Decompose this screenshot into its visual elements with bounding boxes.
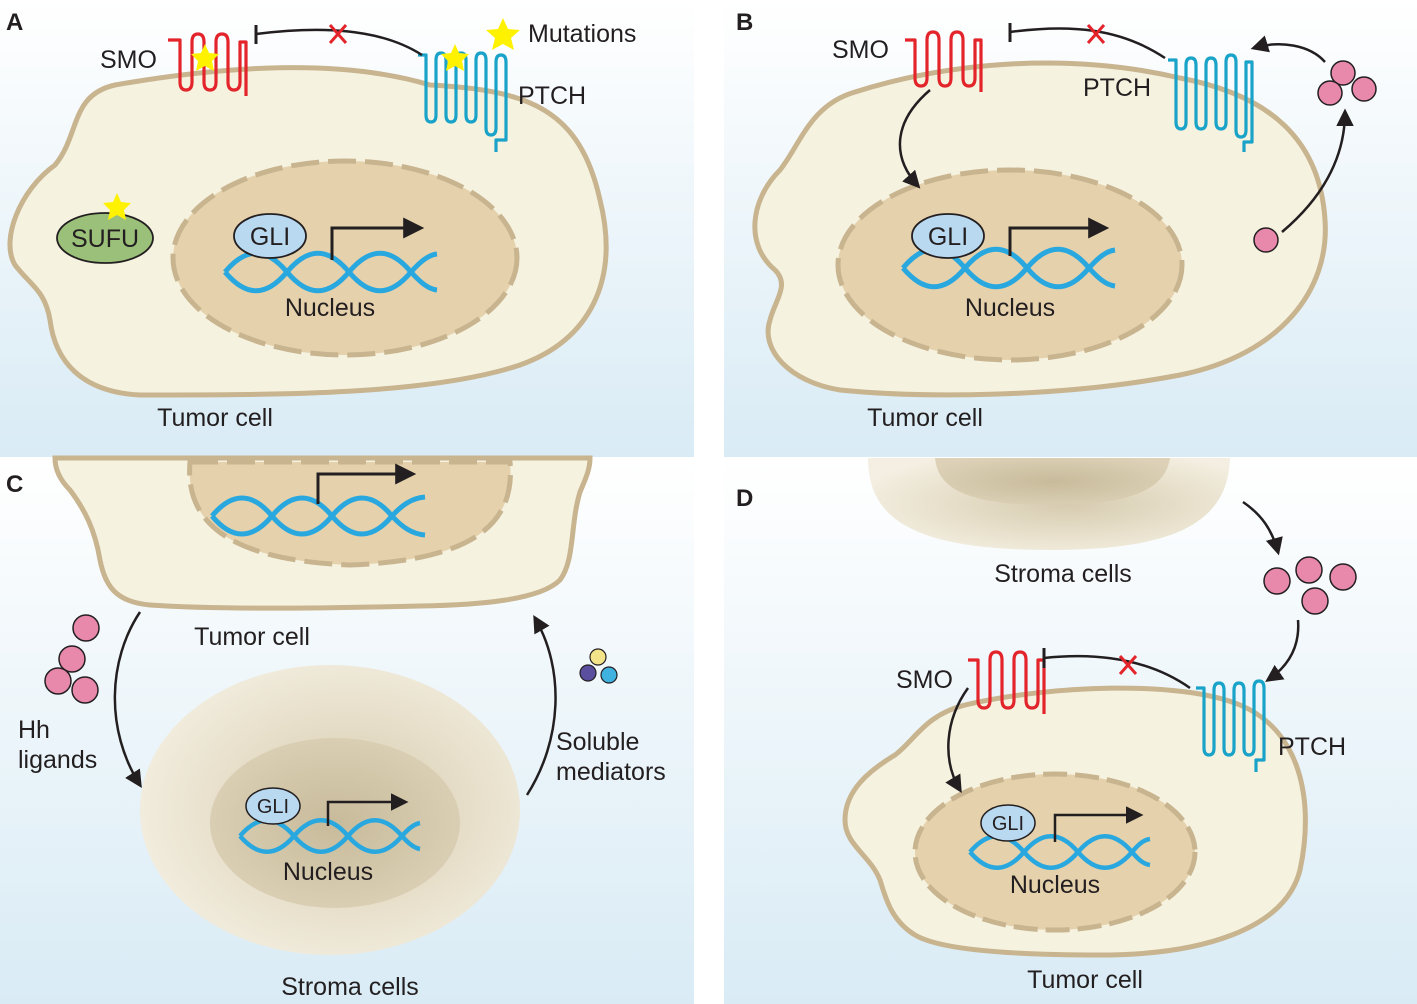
- gli-protein: [245, 787, 301, 825]
- hh-ligand: [44, 667, 72, 695]
- gli-protein: [980, 804, 1036, 842]
- block-x-icon: [1086, 24, 1106, 44]
- panel-d: D Stroma cells GLI Nucleus SMO PTCH Tum: [736, 458, 1357, 994]
- stroma-label: Stroma cells: [281, 973, 419, 1001]
- stroma-nucleus: [935, 458, 1170, 505]
- soluble-mediators-line1: Soluble: [556, 728, 639, 756]
- block-x-icon: [328, 24, 348, 44]
- secretion-arrow: [1242, 500, 1283, 556]
- hh-ligand-cluster: [1263, 556, 1357, 615]
- nucleus-envelope: [170, 158, 520, 358]
- ligand-binding-arrow: [1250, 35, 1326, 63]
- smo-receptor: [905, 30, 983, 92]
- nucleus-label: Nucleus: [1010, 871, 1100, 899]
- soluble-mediators-line2: mediators: [556, 758, 666, 786]
- mediator-molecule: [579, 664, 597, 682]
- hh-ligand: [1301, 587, 1329, 615]
- panel-c: C Tumor cell GLI Nucleus Stroma cells Hh…: [6, 455, 666, 1001]
- panel-b-letter: B: [736, 9, 753, 36]
- mediator-molecule: [600, 666, 618, 684]
- block-x-icon: [1118, 655, 1138, 675]
- gli-protein: [233, 213, 307, 259]
- ptch-label: PTCH: [1083, 74, 1151, 102]
- hh-ligand: [1317, 80, 1343, 106]
- panel-c-letter: C: [6, 471, 23, 498]
- hh-ligand: [1329, 563, 1357, 591]
- smo-receptor: [968, 650, 1046, 714]
- panel-a: A GLI Nucleus SUFU SMO PTCH Mutations Tu…: [6, 9, 636, 432]
- panel-d-letter: D: [736, 485, 753, 512]
- nucleus-label: Nucleus: [965, 294, 1055, 322]
- nucleus-envelope: [912, 771, 1198, 933]
- smo-label: SMO: [832, 36, 889, 64]
- mutation-star-icon: [191, 44, 219, 71]
- mutation-star-icon: [441, 44, 469, 71]
- sufu-label: SUFU: [71, 225, 139, 253]
- hh-ligand-cluster: [44, 614, 100, 704]
- hh-ligand: [58, 645, 86, 673]
- ligand-binding-arrow: [1265, 619, 1300, 682]
- ptch-receptor: [418, 51, 508, 152]
- gli-protein: [911, 213, 985, 259]
- gli-label: GLI: [928, 223, 968, 251]
- signal-arrow: [945, 687, 970, 794]
- hh-ligand: [1351, 76, 1377, 102]
- stroma-label: Stroma cells: [994, 560, 1132, 588]
- gli-label: GLI: [992, 813, 1024, 835]
- signal-arrow: [898, 89, 931, 189]
- secretion-arrow: [1281, 108, 1354, 233]
- nucleus-envelope: [835, 167, 1185, 363]
- transcription-arrow: [316, 463, 417, 504]
- hh-ligand: [1330, 60, 1356, 86]
- transcription-arrow: [1008, 217, 1110, 256]
- gli-label: GLI: [257, 796, 289, 818]
- cell-label: Tumor cell: [157, 404, 273, 432]
- inhibition-line: [255, 28, 423, 57]
- mediator-molecule: [589, 648, 607, 666]
- mediator-arrow: [525, 614, 557, 796]
- hh-ligand: [1253, 227, 1279, 253]
- ligand-arrow: [113, 611, 142, 788]
- gli-label: GLI: [250, 223, 290, 251]
- ptch-label: PTCH: [1278, 733, 1346, 761]
- transcription-arrow: [1053, 806, 1144, 842]
- hh-ligand: [1295, 556, 1323, 584]
- sufu-protein: [56, 212, 154, 264]
- transcription-arrow: [326, 793, 409, 826]
- dna-helix: [210, 494, 426, 538]
- nucleus-label: Nucleus: [283, 858, 373, 886]
- cell-label: Tumor cell: [1027, 966, 1143, 994]
- mutations-label: Mutations: [528, 20, 636, 48]
- smo-label: SMO: [896, 666, 953, 694]
- mutation-star-icon: [103, 193, 131, 220]
- ptch-label: PTCH: [518, 82, 586, 110]
- smo-receptor: [168, 32, 248, 96]
- panel-b: B GLI Nucleus SMO PTCH Tumor cell: [736, 9, 1377, 432]
- ptch-receptor: [1196, 679, 1266, 772]
- nucleus-label: Nucleus: [285, 294, 375, 322]
- hh-ligands-label-line2: ligands: [18, 746, 97, 774]
- ptch-receptor: [1168, 53, 1254, 152]
- panel-a-letter: A: [6, 9, 23, 36]
- nucleus-envelope: [187, 459, 513, 568]
- mutations-legend-star-icon: [486, 18, 520, 50]
- smo-label: SMO: [100, 46, 157, 74]
- hh-ligand-cluster: [1317, 60, 1377, 106]
- tumor-cell-label: Tumor cell: [194, 623, 310, 651]
- transcription-arrow: [330, 217, 425, 260]
- hh-ligand: [72, 614, 100, 642]
- hh-ligand: [1263, 567, 1291, 595]
- hh-ligand: [71, 676, 99, 704]
- cell-label: Tumor cell: [867, 404, 983, 432]
- hh-ligands-label-line1: Hh: [18, 716, 50, 744]
- soluble-mediators-cluster: [579, 648, 618, 684]
